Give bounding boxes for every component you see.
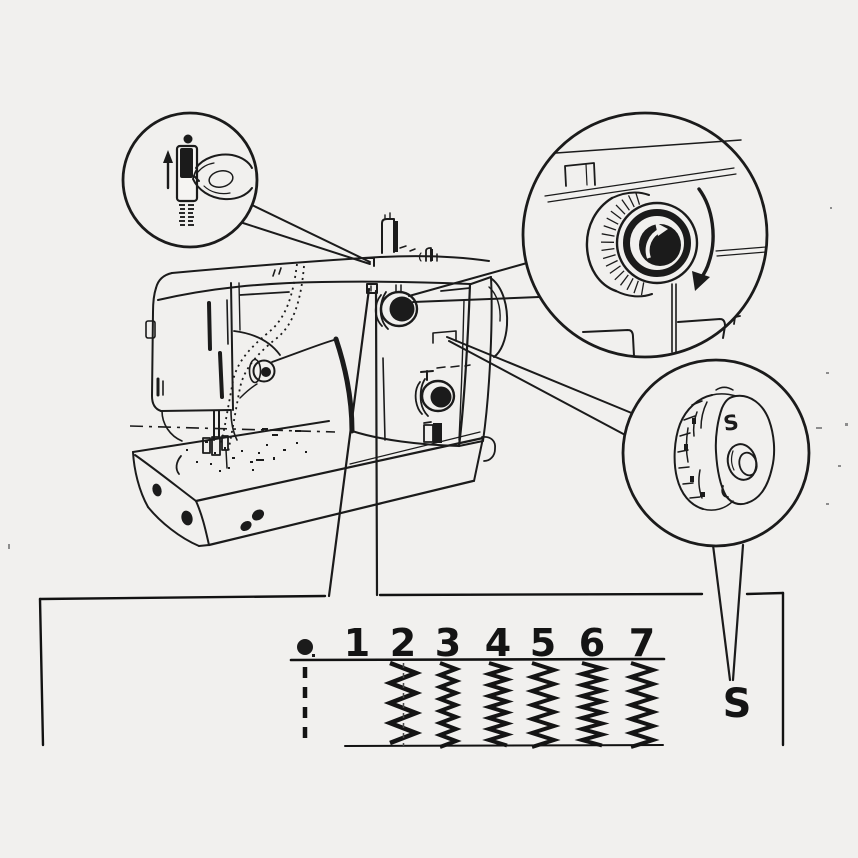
hand-wheel [491,278,509,358]
stitch-width-knob [374,284,419,330]
stitch-pattern-2 [383,660,423,746]
panel-left-edge [38,597,45,747]
rotation-arrow-icon [692,187,715,291]
stitch-number-1: 1 [344,621,370,665]
callout-leader-lines [242,204,745,682]
machine-base [129,420,496,547]
knurl-tick [614,270,625,281]
stitch-number-7: 7 [629,621,655,665]
tension-dial [239,358,276,399]
stitching-speckles [186,428,307,472]
spool-pin [418,247,438,262]
knurl-tick [605,259,618,267]
lever-closeup-callout [121,111,259,249]
cam-knurled-edge [673,386,737,511]
knurl-tick [615,204,626,215]
knurl-tick [610,210,622,220]
power-switch [423,421,442,443]
cam-access-slot [432,330,457,344]
stitch-number-2: 2 [390,621,416,665]
knurl-tick [601,247,615,252]
stitch-number-3: 3 [435,621,461,665]
straight-stitch-dot [297,639,313,655]
knurl-tick [626,277,634,291]
cam-letter-label: S [723,681,752,727]
knob-knurl [600,192,645,296]
stitch-selector-knob [414,364,471,417]
knurl-tick [609,265,621,274]
cam-closeup-callout: S [621,358,811,548]
knurl-tick [619,274,629,286]
chart-rule [289,657,666,662]
knurl-tick [601,233,615,237]
cam-face-letter: S [722,410,740,436]
thread-guide [365,257,375,267]
front-guide-plate [366,283,378,294]
stitch-pattern-3 [434,661,462,749]
scan-noise-specks [8,207,848,549]
knurl-tick [633,280,639,294]
screw-dot [183,134,193,144]
up-arrow-icon [163,150,173,190]
knob-closeup-callout [521,111,769,359]
panel-top-edge [38,591,785,601]
stitch-number-5: 5 [530,621,556,665]
panel-funnel-lines [327,287,379,598]
stitch-number-4: 4 [485,621,511,665]
knurl-tick [603,225,617,231]
bobbin-winder [381,212,416,254]
stitch-pattern-7 [624,661,660,749]
knurl-tick [640,282,645,296]
knurl-tick [621,199,630,211]
knurl-tick [606,217,619,225]
knurl-tick [635,192,641,205]
knurl-tick [627,195,635,208]
sewing-machine-illustration [129,212,509,547]
stitch-number-6: 6 [579,621,605,665]
hand-icon [192,153,253,201]
cam-pointer-lines [711,543,745,682]
lever-icon [180,148,193,178]
illegible-micro-text [179,204,194,226]
stitch-pattern-4 [482,661,514,748]
stitch-pattern-5 [525,661,561,749]
stitch-pattern-6 [574,661,610,748]
cam-disc-face [714,394,776,506]
knob-inner-arrow-icon [645,222,668,259]
knurl-tick [602,254,616,260]
